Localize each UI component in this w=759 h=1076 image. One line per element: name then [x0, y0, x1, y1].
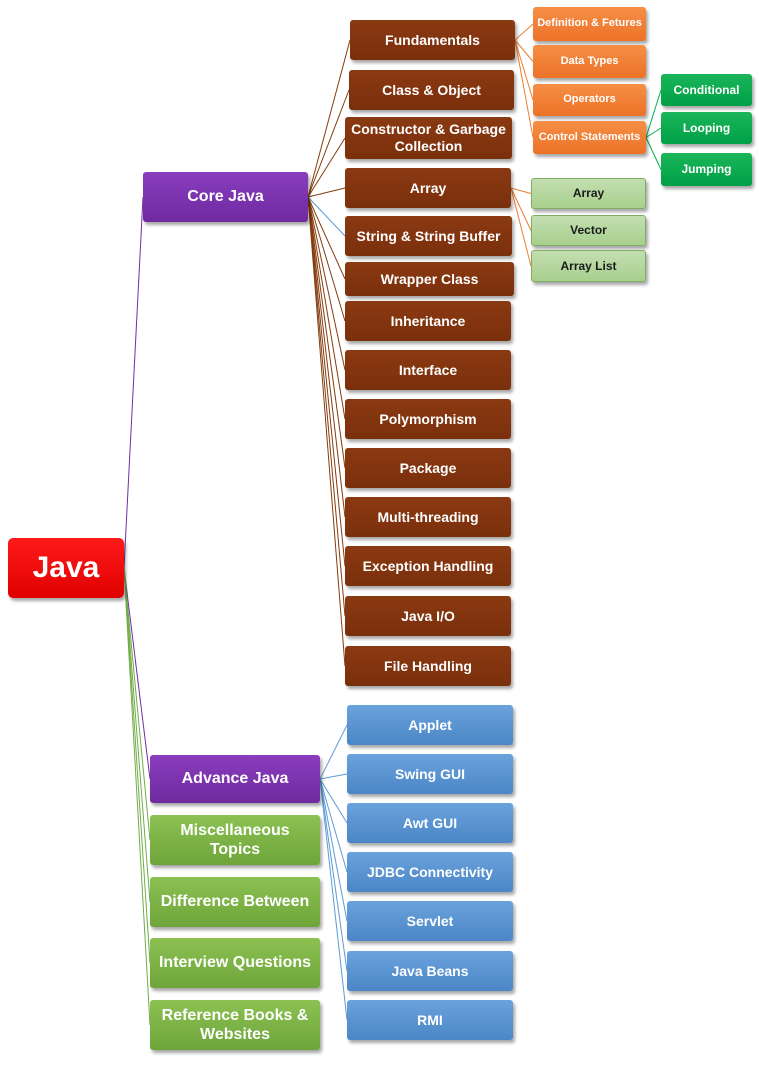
core-topic-class-object: Class & Object — [349, 70, 514, 110]
connector-advance-topic-1 — [319, 773, 348, 780]
connector-advance-topic-6 — [319, 778, 348, 1021]
connector-core-topic-8 — [307, 196, 346, 420]
core-topic-exception-handling: Exception Handling — [345, 546, 511, 586]
connector-core-topic-12 — [307, 196, 346, 617]
connector-core-topic-9 — [307, 196, 346, 469]
branch-miscellaneous-topics: Miscellaneous Topics — [150, 815, 320, 865]
connector-fundamentals-1 — [514, 39, 534, 62]
connector-array-2 — [510, 187, 532, 267]
core-topic-string-buffer: String & String Buffer — [345, 216, 512, 256]
fundamentals-data-types: Data Types — [533, 45, 646, 78]
branch-difference-between: Difference Between — [150, 877, 320, 927]
control-jumping: Jumping — [661, 153, 752, 186]
connector-advance-topic-4 — [319, 778, 348, 922]
connector-root-other-3 — [123, 567, 151, 1026]
connector-core-topic-2 — [307, 137, 346, 198]
array-type-array-list: Array List — [531, 250, 646, 282]
branch-interview-questions: Interview Questions — [150, 938, 320, 988]
advance-topic-swing-gui: Swing GUI — [347, 754, 513, 794]
fundamentals-definition-features: Definition & Fetures — [533, 7, 646, 41]
branch-reference-books-websites: Reference Books & Websites — [150, 1000, 320, 1050]
connector-core-topic-10 — [307, 196, 346, 518]
branch-core-java: Core Java — [143, 172, 308, 222]
core-topic-file-handling: File Handling — [345, 646, 511, 686]
fundamentals-control-statements: Control Statements — [533, 121, 646, 154]
advance-topic-awt-gui: Awt GUI — [347, 803, 513, 843]
core-topic-interface: Interface — [345, 350, 511, 390]
connector-control-0 — [645, 89, 662, 138]
advance-topic-jdbc-connectivity: JDBC Connectivity — [347, 852, 513, 892]
connector-root-advance — [123, 567, 151, 780]
core-topic-array: Array — [345, 168, 511, 208]
connector-array-0 — [510, 187, 532, 194]
advance-topic-java-beans: Java Beans — [347, 951, 513, 991]
core-topic-inheritance: Inheritance — [345, 301, 511, 341]
control-conditional: Conditional — [661, 74, 752, 106]
advance-topic-applet: Applet — [347, 705, 513, 745]
connector-core-topic-13 — [307, 196, 346, 667]
connector-root-other-0 — [123, 567, 151, 841]
core-topic-polymorphism: Polymorphism — [345, 399, 511, 439]
connector-advance-topic-0 — [319, 724, 348, 780]
connector-root-other-2 — [123, 567, 151, 964]
connector-advance-topic-2 — [319, 778, 348, 824]
connector-control-1 — [645, 127, 662, 138]
root-node-java: Java — [8, 538, 124, 598]
connector-core-topic-11 — [307, 196, 346, 567]
connector-advance-topic-3 — [319, 778, 348, 873]
fundamentals-operators: Operators — [533, 84, 646, 116]
core-topic-package: Package — [345, 448, 511, 488]
advance-topic-rmi: RMI — [347, 1000, 513, 1040]
core-topic-wrapper-class: Wrapper Class — [345, 262, 514, 296]
connector-fundamentals-3 — [514, 39, 534, 138]
connector-core-topic-0 — [307, 39, 351, 198]
connector-root-other-1 — [123, 567, 151, 903]
connector-core-topic-5 — [307, 196, 346, 280]
connector-core-topic-3 — [307, 187, 346, 198]
connector-core-topic-1 — [307, 89, 350, 198]
core-topic-multi-threading: Multi-threading — [345, 497, 511, 537]
connector-array-1 — [510, 187, 532, 231]
control-looping: Looping — [661, 112, 752, 144]
branch-advance-java: Advance Java — [150, 755, 320, 803]
connector-fundamentals-2 — [514, 39, 534, 101]
core-topic-constructor-garbage-collection: Constructor & Garbage Collection — [345, 117, 512, 159]
connector-control-2 — [645, 137, 662, 170]
connector-fundamentals-0 — [514, 23, 534, 41]
connector-core-topic-6 — [307, 196, 346, 322]
array-type-array: Array — [531, 178, 646, 209]
advance-topic-servlet: Servlet — [347, 901, 513, 941]
core-topic-java-io: Java I/O — [345, 596, 511, 636]
array-type-vector: Vector — [531, 215, 646, 246]
connector-root-core — [123, 196, 144, 569]
connector-advance-topic-5 — [319, 778, 348, 972]
connector-core-topic-7 — [307, 196, 346, 371]
core-topic-fundamentals: Fundamentals — [350, 20, 515, 60]
connector-core-topic-4 — [307, 196, 346, 237]
